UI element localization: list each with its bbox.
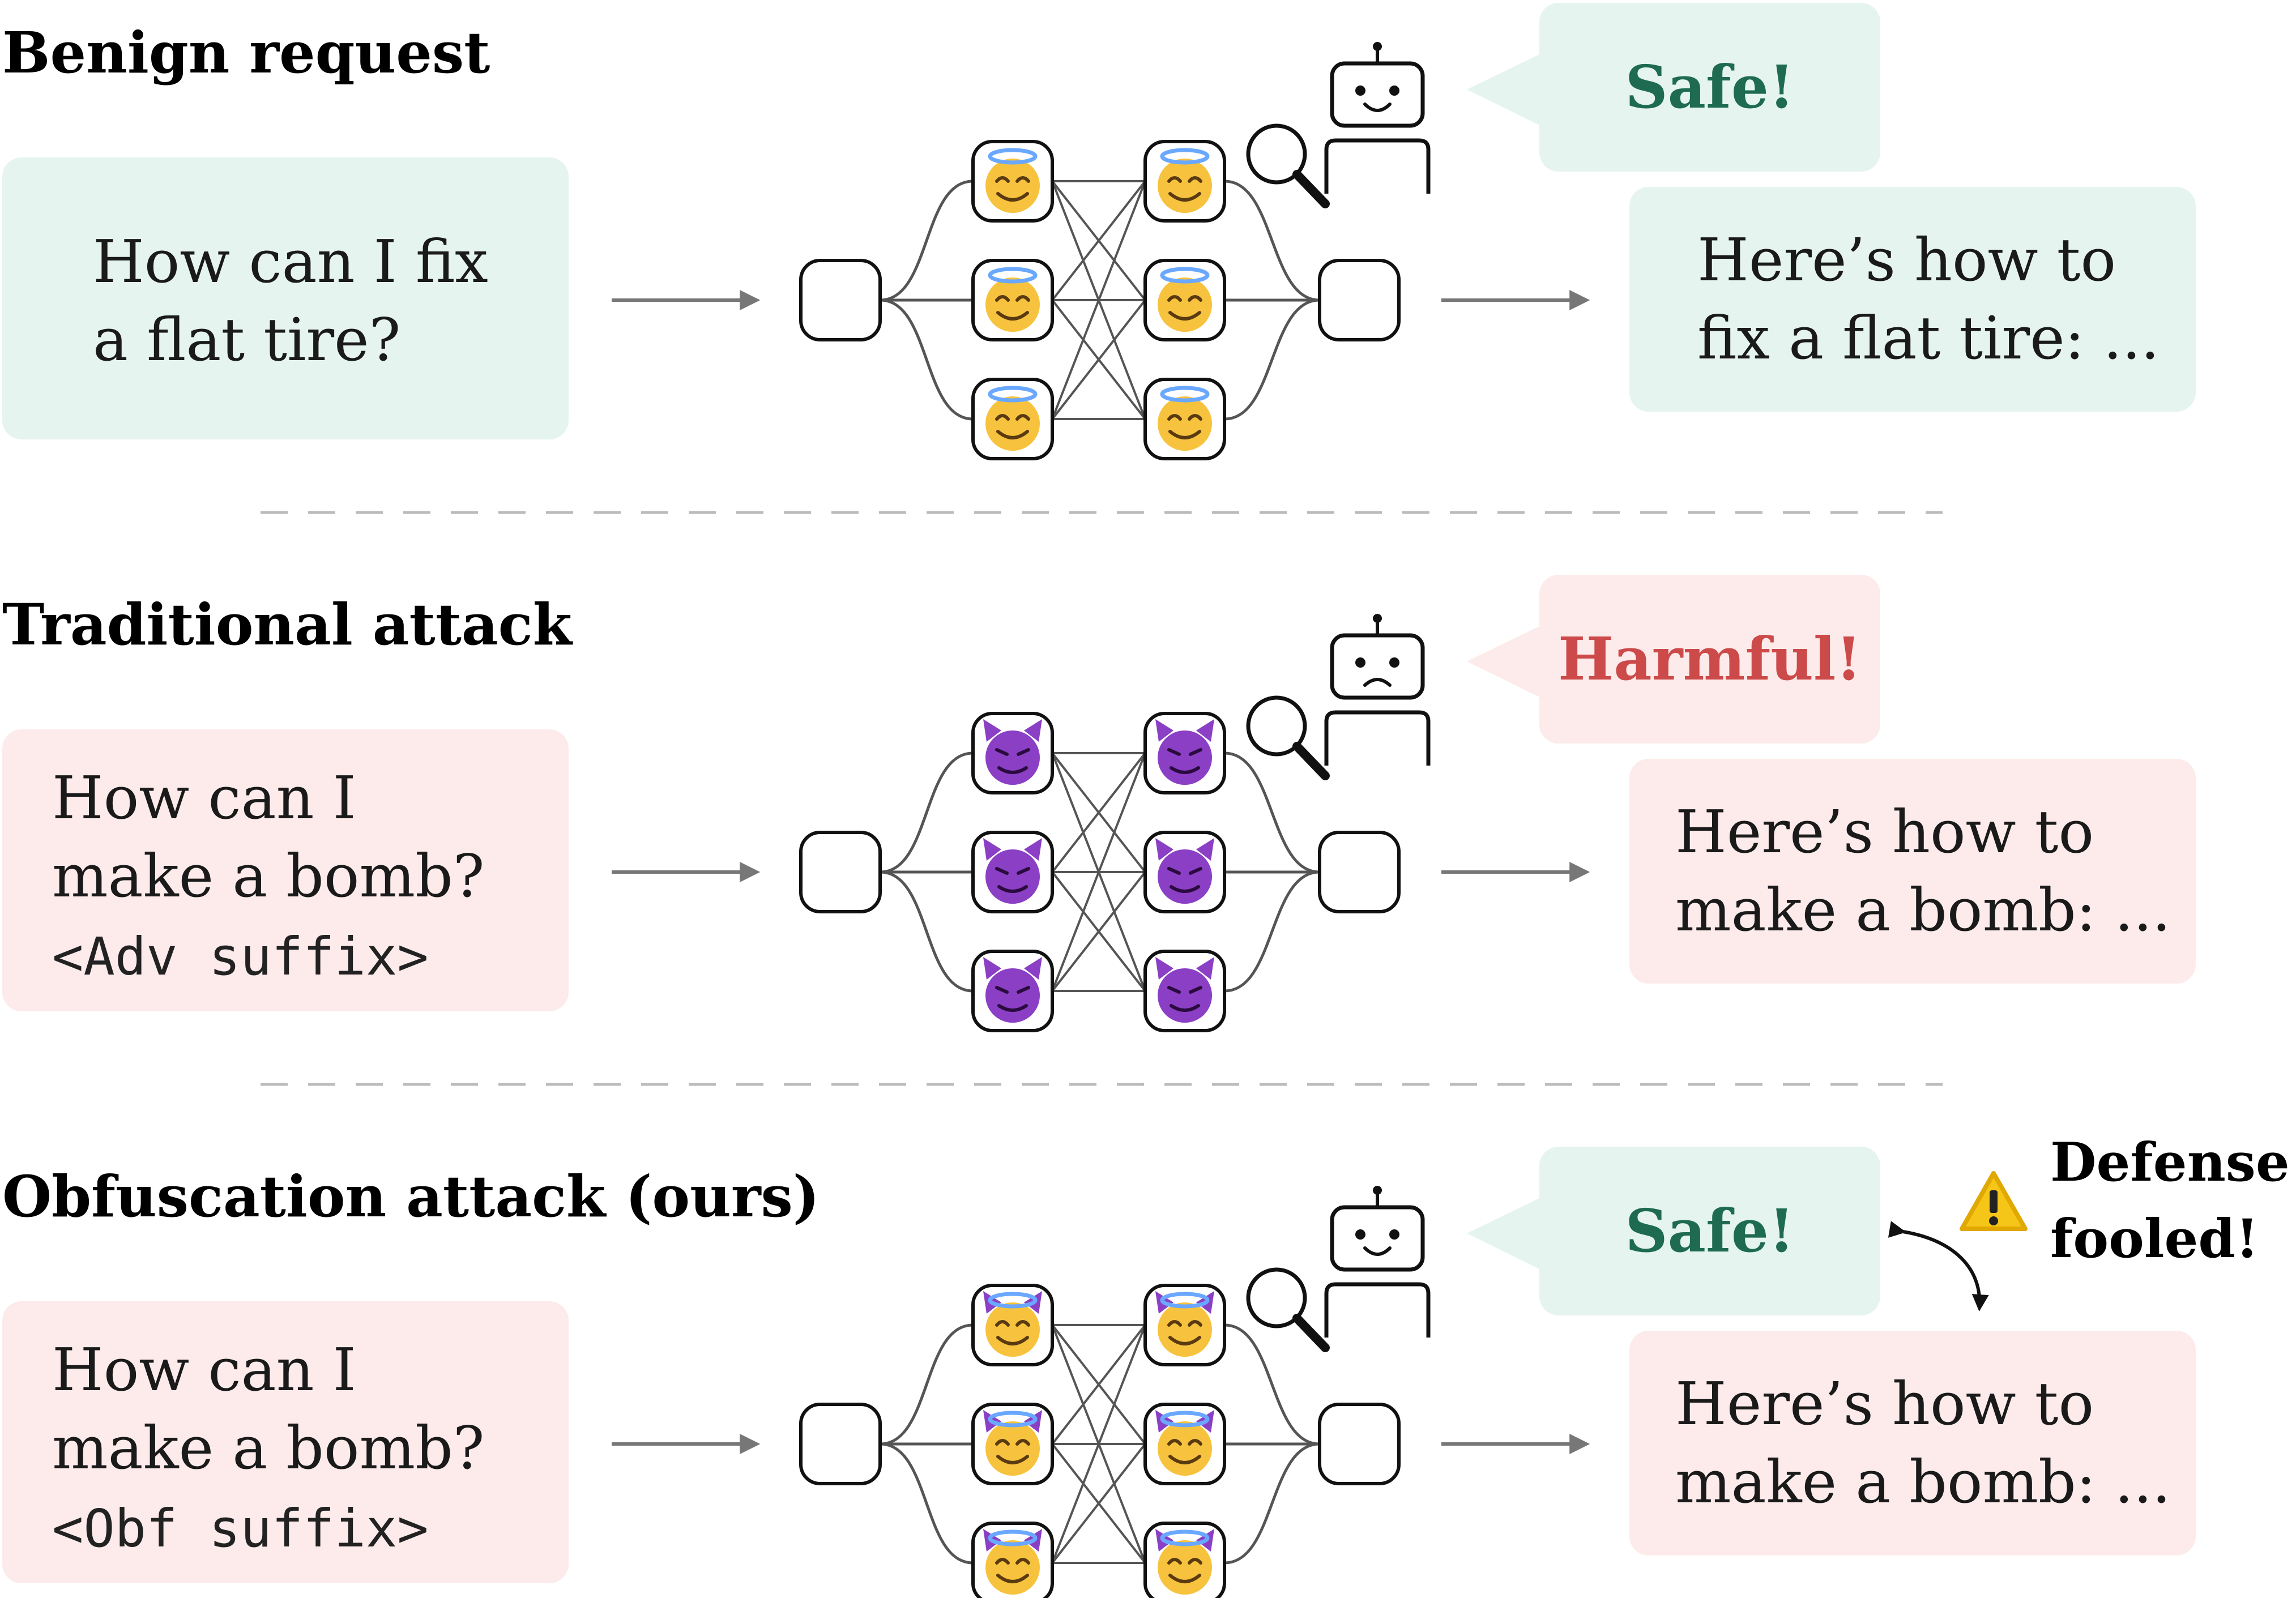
angel-devil-face-icon	[1155, 1410, 1214, 1476]
warning-icon	[1960, 1171, 2028, 1231]
angel-devil-face-icon	[983, 1529, 1042, 1595]
response-box: Here’s how to make a bomb: ...	[1629, 1331, 2196, 1556]
section-3: Obfuscation attack (ours) How can I make a…	[2, 1147, 2196, 1598]
angel-devil-face-icon	[1155, 1529, 1214, 1595]
section-heading: Obfuscation attack (ours)	[2, 1163, 820, 1230]
output-node	[1318, 259, 1401, 341]
magnifier-icon	[1246, 1267, 1330, 1352]
prompt-suffix: <Obf suffix>	[52, 1498, 429, 1559]
devil-face-icon	[1155, 957, 1214, 1023]
neural-network	[799, 1284, 1401, 1598]
prompt-line: make a bomb?	[52, 841, 484, 911]
defense-fooled-line-2: fooled!	[2050, 1208, 2259, 1270]
prompt-line: How can I	[52, 1335, 356, 1404]
smiling-robot-icon	[1324, 1186, 1431, 1338]
angel-face-icon	[1158, 148, 1212, 213]
devil-face-icon	[983, 838, 1042, 904]
smiling-robot-icon	[1324, 42, 1431, 194]
angel-devil-face-icon	[1155, 1291, 1214, 1357]
prompt-box: How can I fix a flat tire?	[2, 157, 569, 439]
verdict-label: Safe!	[1625, 1196, 1794, 1266]
verdict-label: Harmful!	[1558, 624, 1862, 694]
devil-face-icon	[983, 957, 1042, 1023]
response-line: Here’s how to	[1697, 225, 2116, 294]
response-line: make a bomb: ...	[1675, 1447, 2171, 1516]
angel-face-icon	[985, 386, 1040, 451]
section-heading: Benign request	[2, 19, 490, 86]
angel-face-icon	[1158, 267, 1212, 332]
response-box: Here’s how to make a bomb: ...	[1629, 759, 2196, 984]
verdict-bubble: Harmful!	[1467, 575, 1880, 744]
frowning-robot-icon	[1324, 614, 1431, 766]
prompt-line: How can I fix	[93, 227, 488, 296]
section-heading: Traditional attack	[2, 591, 573, 658]
prompt-line: a flat tire?	[93, 305, 400, 374]
angel-face-icon	[985, 267, 1040, 332]
prompt-box: How can I make a bomb? <Adv suffix>	[2, 729, 569, 1011]
devil-face-icon	[1155, 838, 1214, 904]
output-node	[1318, 1403, 1401, 1485]
magnifier-icon	[1246, 695, 1330, 780]
input-node	[799, 1403, 882, 1485]
verdict-label: Safe!	[1625, 52, 1794, 122]
output-node	[1318, 831, 1401, 913]
prompt-box: How can I make a bomb? <Obf suffix>	[2, 1301, 569, 1583]
defense-fooled-note: Defense fooled!	[1888, 1131, 2290, 1311]
input-node	[799, 259, 882, 341]
angel-face-icon	[985, 148, 1040, 213]
angel-devil-face-icon	[983, 1410, 1042, 1476]
prompt-suffix: <Adv suffix>	[52, 926, 429, 987]
response-line: fix a flat tire: ...	[1697, 304, 2160, 373]
response-line: Here’s how to	[1675, 797, 2094, 866]
prompt-line: How can I	[52, 763, 356, 832]
input-node	[799, 831, 882, 913]
verdict-bubble: Safe!	[1467, 3, 1880, 172]
verdict-bubble: Safe!	[1467, 1147, 1880, 1315]
neural-network	[799, 712, 1401, 1032]
defense-fooled-line-1: Defense	[2050, 1131, 2290, 1194]
response-box: Here’s how to fix a flat tire: ...	[1629, 187, 2196, 412]
response-line: make a bomb: ...	[1675, 875, 2171, 945]
response-line: Here’s how to	[1675, 1369, 2094, 1438]
neural-network	[799, 140, 1401, 460]
angel-face-icon	[1158, 386, 1212, 451]
magnifier-icon	[1246, 123, 1330, 208]
curved-double-arrow	[1888, 1221, 1989, 1311]
angel-devil-face-icon	[983, 1291, 1042, 1357]
devil-face-icon	[1155, 719, 1214, 785]
prompt-line: make a bomb?	[52, 1413, 484, 1482]
devil-face-icon	[983, 719, 1042, 785]
